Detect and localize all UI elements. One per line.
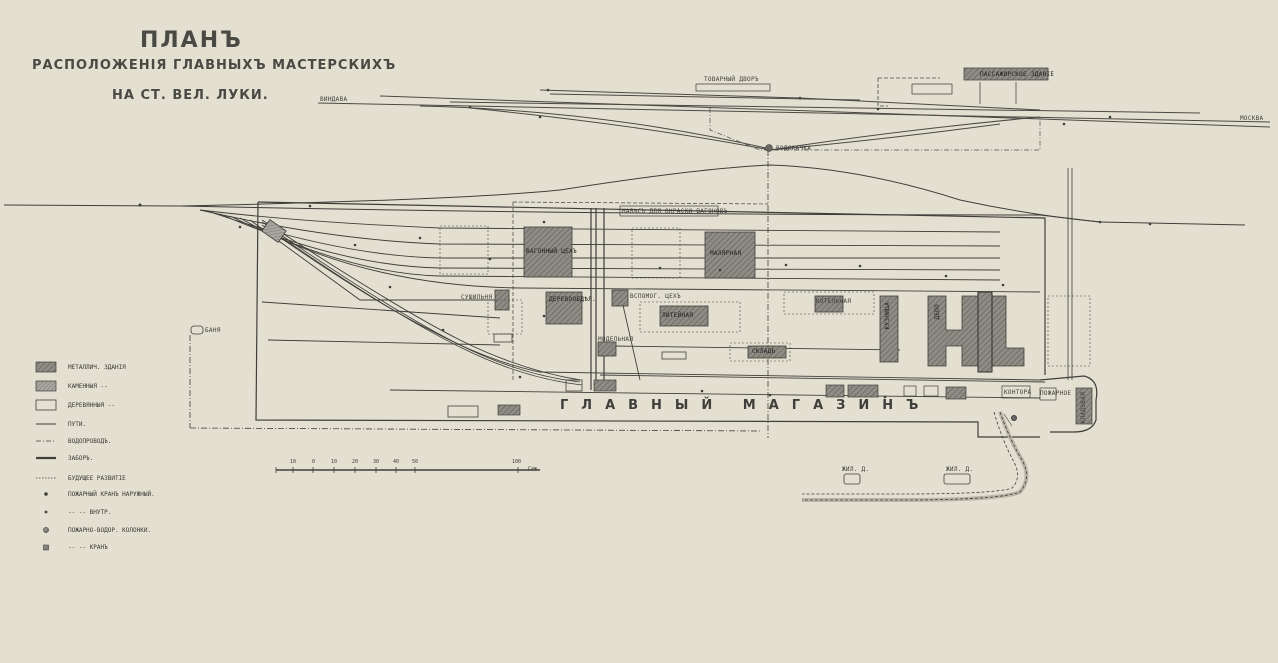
label-depot: ДЕПО <box>934 304 941 320</box>
label-passenger-building: ПАССАЖИРСКОЕ ЗДАНІЕ <box>980 71 1055 78</box>
legend-item-future: БУДУЩЕЕ РАЗВИТІЕ <box>68 474 126 482</box>
scale-tick-label: 100 <box>512 459 522 465</box>
legend-item-stone: КАМЕННЫЯ -- <box>68 382 108 390</box>
workshop-buildings <box>439 205 1093 425</box>
scale-tick-label: 20 <box>352 459 359 465</box>
label-carriage-shop: ВАГОННЫЙ ЦЕХЪ <box>526 248 577 255</box>
label-bath: БАНЯ <box>205 327 221 334</box>
label-office: КОНТОРА <box>1004 389 1032 396</box>
station-top-buildings <box>695 67 1049 152</box>
paint-shop-shape <box>704 231 756 279</box>
label-paint-shop-wagons: НАВѢСЪ ДЛЯ ОКРАСКИ ВАГОНОВЪ <box>622 208 728 215</box>
label-main-store: ГЛАВНЫЙ МАГАЗИНЪ <box>560 398 932 413</box>
legend-item-fence: ЗАБОРЪ. <box>68 454 94 462</box>
through-line <box>3 164 1246 226</box>
label-residential-2: ЖИЛ. Д. <box>946 466 974 473</box>
bath-symbol <box>190 325 204 335</box>
label-water-tower: ВОДОКАЧКА <box>776 145 812 152</box>
carriage-shop-shape <box>523 226 573 278</box>
scale-tick-label: 30 <box>373 459 380 465</box>
label-drying: СУШИЛЬНЯ <box>461 294 493 301</box>
scale-bar <box>275 467 540 473</box>
foundry-shape <box>659 305 709 327</box>
inclined-double-track <box>261 218 583 386</box>
residential-houses <box>843 473 971 485</box>
woodwork-shape <box>545 291 583 325</box>
scale-tick-label: 40 <box>393 459 400 465</box>
hydrant-dots <box>138 88 1152 399</box>
upper-main-tracks <box>317 89 1271 151</box>
boiler-shape <box>814 295 844 313</box>
scale-tick-label: 10 <box>331 459 338 465</box>
map-location: НА СТ. ВЕЛ. ЛУКИ. <box>112 88 269 103</box>
label-smithy: КУЗНИЦА <box>884 302 891 330</box>
legend-item-metal: МЕТАЛЛИЧ. ЗДАНІЯ <box>68 363 126 371</box>
label-cargo-yard: ТОВАРНЫЙ ДВОРЪ <box>704 76 759 83</box>
label-residential-1: ЖИЛ. Д. <box>842 466 870 473</box>
label-warehouse: СКЛАДЪ <box>752 348 776 355</box>
auxiliary-shape <box>611 289 629 307</box>
legend-item-tracks: ПУТИ. <box>68 420 87 428</box>
label-auxiliary: ВСПОМОГ. ЦЕХЪ <box>630 293 681 300</box>
legend-item-fire-column: ПОЖАРНО-ВОДОР. КОЛОНКИ. <box>68 526 152 534</box>
depot-shape <box>927 295 1025 367</box>
legend-symbols <box>35 361 57 551</box>
scale-unit: Саж. <box>528 466 541 472</box>
map-title: ПЛАНЪ <box>140 28 243 53</box>
direction-east: МОСКВА <box>1240 115 1264 122</box>
legend-item-fire-tap: -- -- КРАНЪ <box>68 543 108 551</box>
scale-tick-label: 50 <box>412 459 419 465</box>
scale-tick-label: 0 <box>312 459 316 465</box>
direction-west: ВИНДАВА <box>320 96 348 103</box>
warehouse-shape <box>747 345 787 359</box>
legend-item-hydrant-inner: -- -- ВНУТР. <box>68 508 112 516</box>
scale-tick-label: 10 <box>290 459 297 465</box>
workshop-enclosure <box>189 150 1046 438</box>
label-foundry: ЛИТЕЙНАЯ <box>662 312 694 319</box>
label-storage: КЛАДОВАЯ <box>1080 392 1087 424</box>
label-paint-shop: МАЛЯРНАЯ <box>710 250 742 257</box>
label-fire-station: ПОЖАРНОЕ <box>1040 390 1072 397</box>
legend-item-wood: ДЕРЕВЯННЫЯ -- <box>68 401 115 409</box>
label-woodwork: ДЕРЕВООБДѢЛ. <box>549 296 596 303</box>
legend-item-hydrant-outer: ПОЖАРНЫЙ КРАНЪ НАРУЖНЫЙ. <box>68 490 155 498</box>
model-shop-shape <box>597 341 617 357</box>
label-model-shop: МОДЕЛЬНАЯ <box>598 336 634 343</box>
map-subtitle: РАСПОЛОЖЕНІЯ ГЛАВНЫХЪ МАСТЕРСКИХЪ <box>32 58 397 73</box>
label-boiler: КОТЕЛЬНАЯ <box>816 298 852 305</box>
east-loop <box>802 168 1098 502</box>
legend-item-water-pipe: ВОДОПРОВОДЪ. <box>68 437 112 445</box>
yard-tracks <box>199 209 1046 399</box>
smithy-shape <box>879 295 899 363</box>
